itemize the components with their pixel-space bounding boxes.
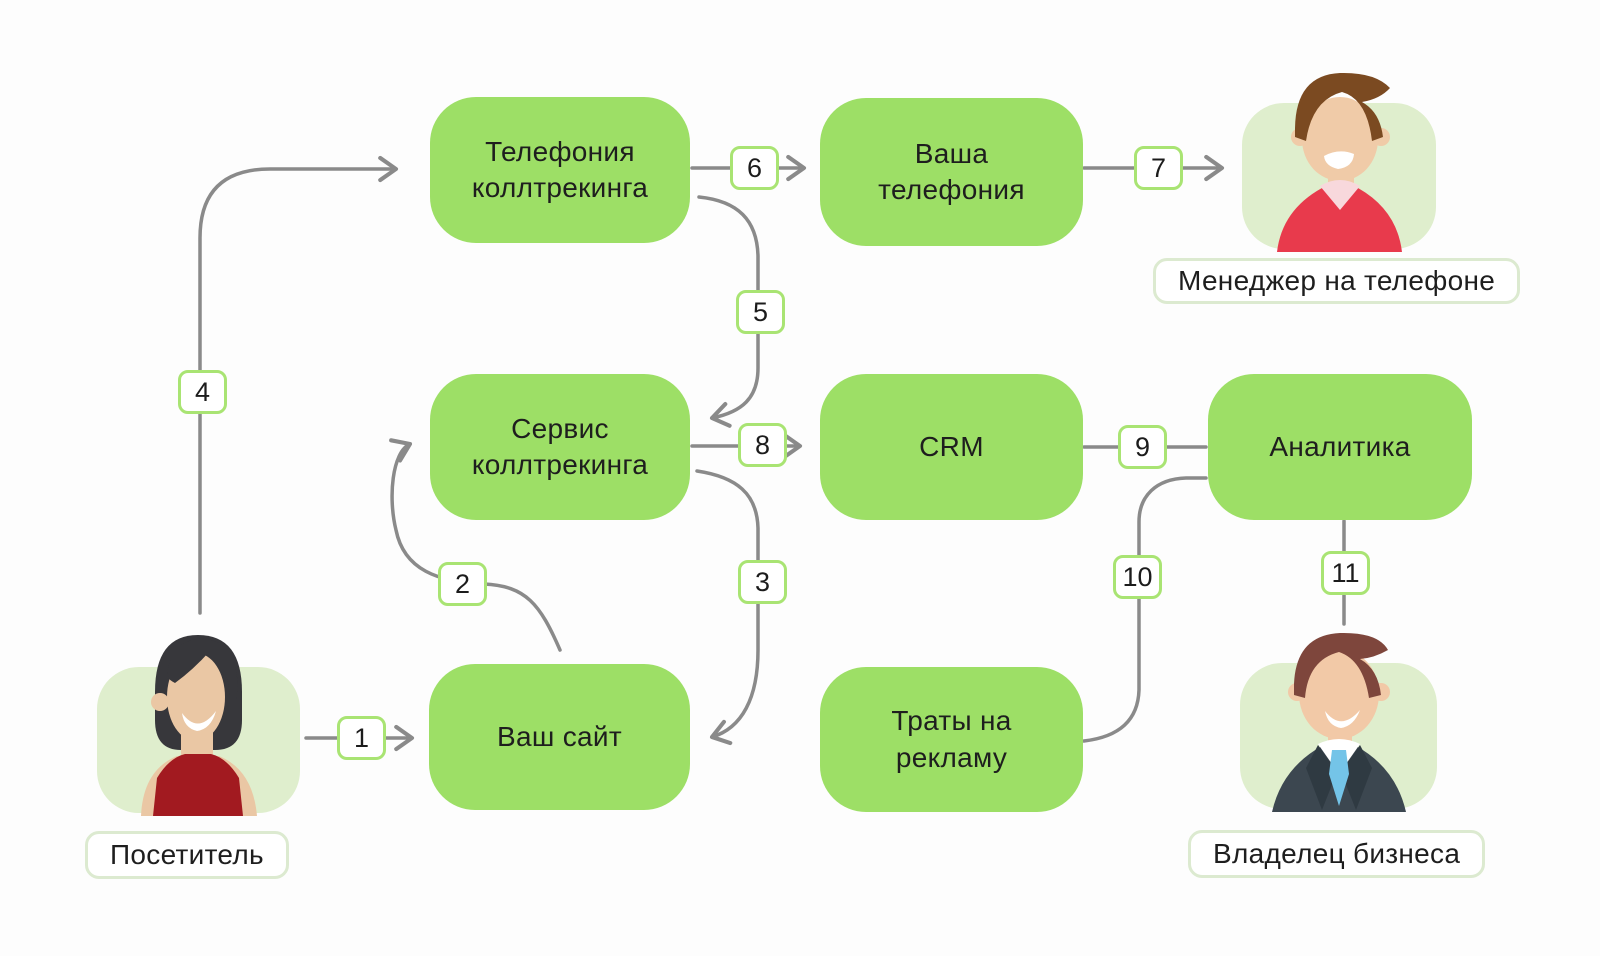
phone-manager-avatar (1242, 72, 1436, 252)
step-badge-4: 4 (178, 370, 227, 414)
node-analytics: Аналитика (1208, 374, 1472, 520)
phone-manager-illustration (1277, 72, 1402, 252)
step-badge-8: 8 (738, 423, 787, 467)
step-badge-3: 3 (738, 560, 787, 604)
visitor-illustration (141, 635, 257, 816)
step-badge-6: 6 (730, 146, 779, 190)
node-call-tracking-telephony: Телефония коллтрекинга (430, 97, 690, 243)
node-crm: CRM (820, 374, 1083, 520)
step-badge-9: 9 (1118, 425, 1167, 469)
visitor-label: Посетитель (85, 831, 289, 879)
business-owner-avatar (1240, 632, 1437, 812)
business-owner-illustration (1272, 632, 1406, 812)
visitor-avatar (97, 635, 300, 816)
node-your-telephony: Ваша телефония (820, 98, 1083, 246)
arrow-3-line (695, 469, 760, 746)
phone-manager-label: Менеджер на телефоне (1153, 258, 1521, 304)
step-badge-1: 1 (337, 716, 386, 760)
node-tracking-service: Сервис коллтрекинга (430, 374, 690, 520)
node-your-site: Ваш сайт (429, 664, 690, 810)
step-badge-10: 10 (1113, 555, 1162, 599)
step-badge-7: 7 (1134, 146, 1183, 190)
arrow-5-line (697, 195, 760, 428)
step-badge-11: 11 (1321, 551, 1370, 595)
business-owner-label: Владелец бизнеса (1188, 830, 1486, 878)
arrow-2-line (389, 438, 562, 652)
step-badge-5: 5 (736, 290, 785, 334)
arrow-4-line (198, 155, 399, 615)
arrow-10-line (1082, 476, 1208, 743)
node-ad-spend: Траты на рекламу (820, 667, 1083, 812)
step-badge-2: 2 (438, 562, 487, 606)
